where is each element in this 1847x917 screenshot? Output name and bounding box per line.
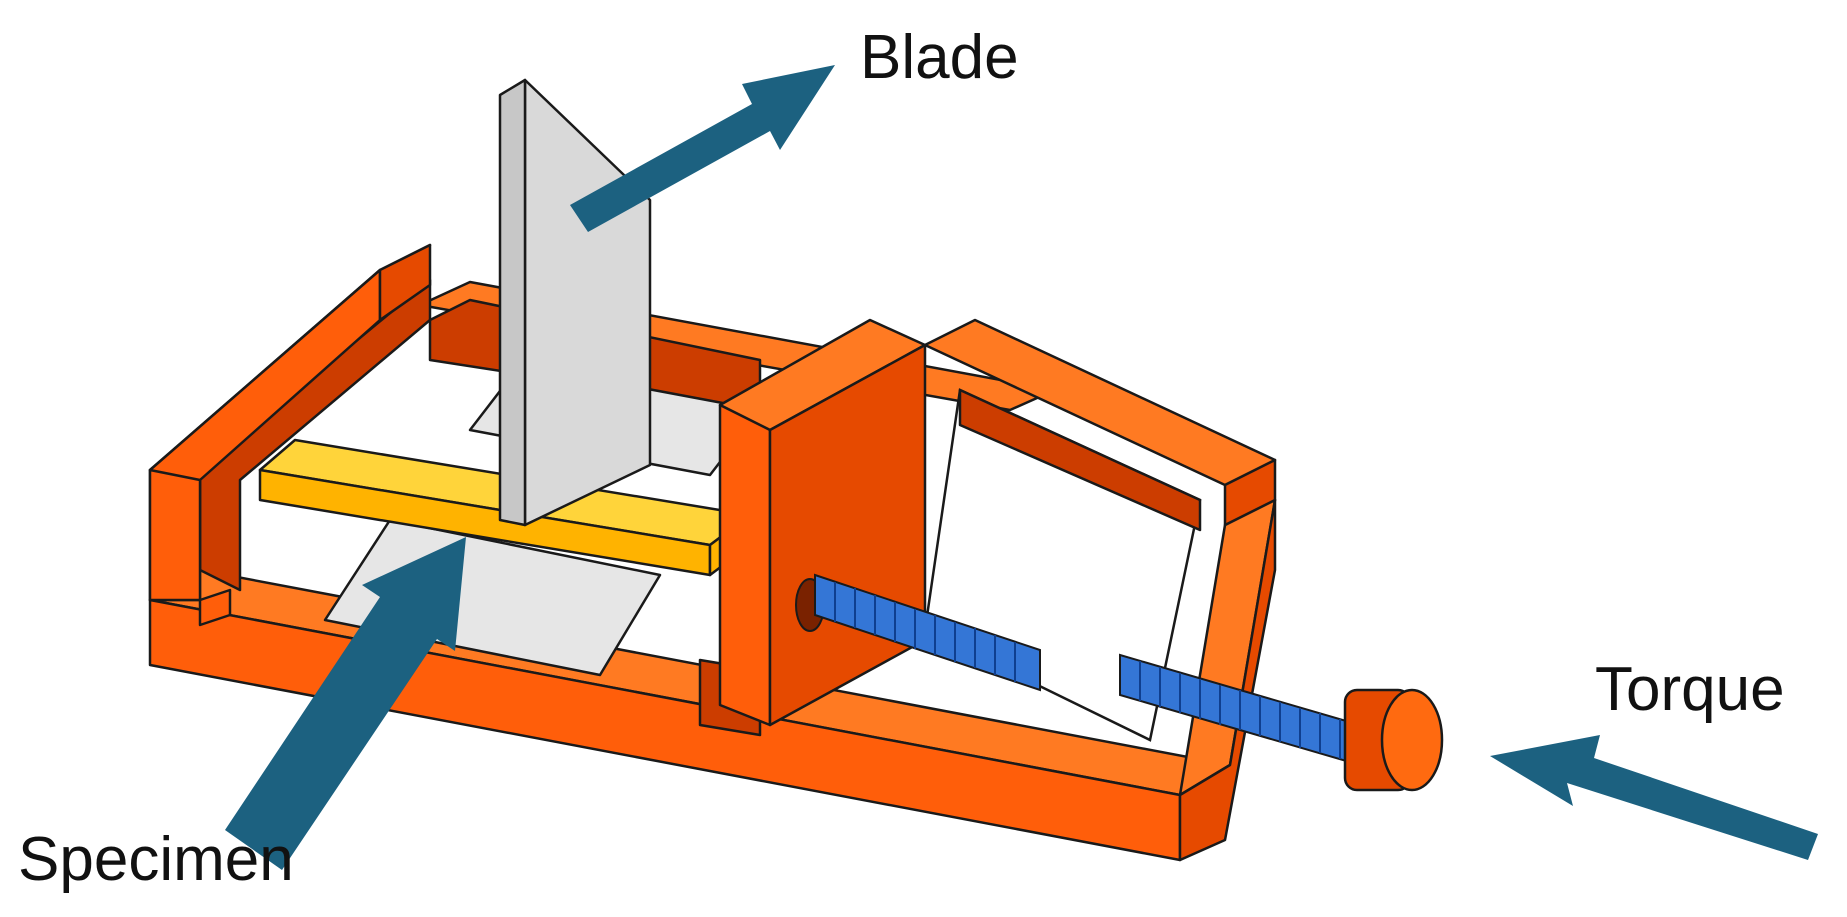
torque-label: Torque — [1595, 655, 1785, 724]
blade — [498, 78, 652, 527]
specimen-label: Specimen — [18, 825, 294, 894]
screw-knob — [1343, 688, 1444, 792]
torque-arrow-icon — [1490, 735, 1818, 860]
lead-screw — [814, 573, 1444, 792]
specimen-arrow-icon — [225, 537, 466, 870]
fixed-jaw — [148, 243, 432, 627]
blade-arrow-icon — [570, 65, 835, 232]
blade-label: Blade — [860, 23, 1019, 92]
